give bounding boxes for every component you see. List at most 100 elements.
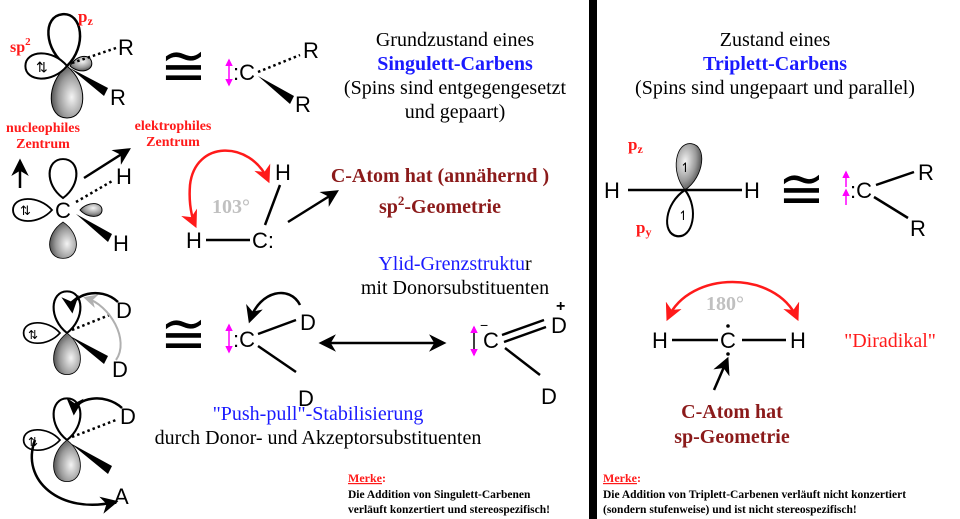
ylid-title: Ylid-Grenzstruktur [378, 253, 532, 275]
donor-atom: D [116, 298, 132, 323]
donation-arrow [246, 291, 302, 324]
hydrogen-atom: H [790, 328, 806, 353]
singlet-title-name: Singulett-Carbens [377, 53, 533, 75]
note-line: Die Addition von Triplett-Carbenen verlä… [603, 489, 906, 501]
small-orbital-lobe [79, 203, 103, 217]
angle-arrow [665, 280, 800, 322]
carbon-atom: C [720, 328, 736, 353]
substituent-r: R [295, 92, 311, 117]
wedge-bond [70, 68, 108, 96]
hydrogen-atom: H [604, 178, 620, 203]
substituent-r: R [910, 216, 926, 241]
hydrogen-atom: H [744, 178, 760, 203]
carbon-atom: C: [252, 228, 274, 253]
triplet-orbital-model: ↿ ↿ H H pz py [604, 135, 760, 240]
double-bond [503, 325, 547, 344]
hashed-bond [71, 418, 117, 439]
radical-dot [726, 352, 730, 356]
triplet-geometry-line1: C-Atom hat [681, 401, 783, 423]
congruent-symbol: ≅ [160, 304, 207, 366]
wedge-bond [70, 443, 112, 474]
paired-spins-icon: ⇅ [28, 328, 38, 342]
minus-charge: − [480, 317, 488, 333]
bond [504, 347, 541, 376]
donation-arrow-gray [83, 294, 122, 361]
substituent-r: R [918, 160, 934, 185]
electrophilic-label: Zentrum [146, 135, 200, 150]
donor-atom: D [300, 310, 316, 335]
note-line: verläuft konzertiert und stereospezifisc… [348, 504, 550, 516]
acceptor-arrow [30, 439, 119, 514]
triplet-geometry-line2: sp-Geometrie [674, 426, 790, 448]
radical-dot [726, 324, 730, 328]
paired-spins-icon: ⇅ [20, 203, 31, 218]
carbon-atom: :C [233, 60, 255, 85]
triplet-title-line3: (Spins sind ungepaart und parallel) [635, 77, 915, 99]
spin-up-icon: ↿ [678, 208, 689, 223]
congruent-symbol: ≅ [778, 159, 825, 221]
donor-atom: D [120, 404, 136, 429]
donor-atom: D [298, 386, 314, 411]
ylid-resonance-structure: − C D + D [470, 298, 567, 409]
substituent-r: R [110, 85, 126, 110]
hydrogen-atom: H [116, 164, 132, 189]
pz-label: pz [628, 135, 643, 156]
pz-label: pz [78, 7, 93, 28]
singlet-note: Merke: Die Addition von Singulett-Carben… [348, 471, 550, 516]
ylid-carbene: :C D D [225, 291, 316, 411]
donation-arrow [61, 291, 119, 314]
carbon-atom: :C [850, 178, 872, 203]
hashed-bond [257, 53, 301, 74]
pushpull-subtitle: durch Donor- und Akzeptorsubstituenten [155, 427, 482, 449]
shaded-orbital-lobe [49, 221, 77, 259]
diradical-label: "Diradikal" [844, 330, 936, 352]
triplet-title-name: Triplett-Carbens [703, 53, 847, 75]
electrophilic-label: elektrophiles [135, 119, 212, 134]
bond [875, 170, 915, 187]
hashed-bond [75, 178, 115, 204]
bond [257, 344, 297, 374]
substituent-r: R [118, 35, 134, 60]
donor-atom: D [551, 313, 567, 338]
carbon-atom: :C [233, 327, 255, 352]
wedge-bond [70, 336, 108, 364]
carbon-atom: C [483, 328, 499, 353]
congruent-symbol: ≅ [160, 36, 207, 98]
angle-label: 103° [212, 196, 250, 218]
hydrogen-atom: H [275, 160, 291, 185]
plus-charge: + [556, 298, 565, 315]
donor-orbital-model: ⇅ D D [22, 290, 132, 382]
hashed-bond [71, 46, 117, 65]
empty-p-orbital [48, 157, 78, 200]
hydrogen-atom: H [186, 228, 202, 253]
p-orbital-lobe [52, 290, 82, 335]
bond [873, 195, 909, 220]
donor-atom: D [112, 357, 128, 382]
singlet-geometry-line2: sp2-Geometrie [379, 193, 501, 218]
singlet-title-line4: und gepaart) [405, 101, 506, 123]
triplet-title-line1: Zustand eines [720, 29, 831, 51]
arrow-electrophilic [83, 148, 131, 180]
singlet-ch2-orbital-model: ⇅ C H H [12, 157, 132, 259]
arrow-to-geometry [287, 190, 339, 224]
pushpull-title: "Push-pull"-Stabilisierung [213, 403, 424, 425]
wedge-bond [258, 76, 294, 104]
nucleophilic-label: Zentrum [16, 137, 70, 152]
section-divider [589, 0, 597, 519]
bond [257, 318, 297, 336]
double-bond [501, 318, 545, 337]
triplet-carbene-simple: :C R R [842, 160, 934, 241]
hashed-bond [71, 312, 113, 332]
note-heading: Merke: [348, 471, 386, 485]
hydrogen-atom: H [113, 231, 129, 256]
py-label: py [636, 218, 651, 239]
substituent-r: R [303, 38, 319, 63]
spin-up-icon: ↿ [680, 160, 691, 175]
arrow-to-carbon [712, 356, 730, 391]
singlet-bond-angle: H C: H 103° [181, 149, 339, 253]
sp2-orbital-lobe [12, 198, 53, 222]
note-heading: Merke: [603, 471, 641, 485]
singlet-title-line3: (Spins sind entgegengesetzt [344, 77, 567, 99]
